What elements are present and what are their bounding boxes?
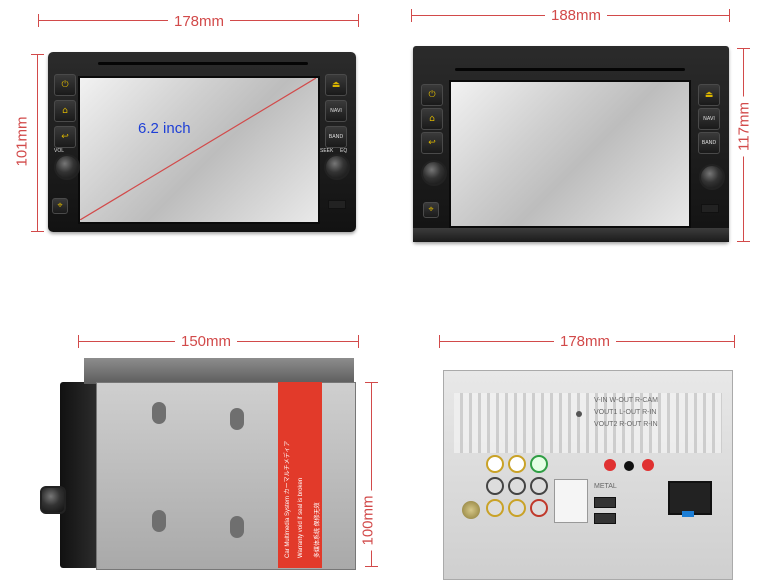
vol-label: VOL <box>54 148 65 154</box>
back-button[interactable]: ↩ <box>421 132 443 154</box>
top-rail <box>84 358 354 384</box>
dim-endcap <box>78 335 79 348</box>
warranty-sticker: Car Multimedia System カーマルチメディア Warranty… <box>278 382 322 568</box>
rear-label-2: VOUT1 L-OUT R-IN <box>594 409 657 416</box>
disc-slot <box>455 68 685 71</box>
eject-button[interactable]: ⏏ <box>325 74 347 96</box>
usb-port[interactable] <box>594 497 616 508</box>
dim-label-side-height: 100mm <box>359 490 377 551</box>
band-label: BAND <box>328 134 344 140</box>
mount-slot <box>230 408 244 430</box>
usb-port[interactable] <box>701 204 719 213</box>
volume-knob[interactable] <box>54 154 80 180</box>
rear-panel: V-IN W-OUT R-CAM VOUT1 L-OUT R-IN VOUT2 … <box>443 370 733 580</box>
dim-label-rear-width: 178mm <box>554 333 617 350</box>
iso-connector[interactable] <box>668 481 712 515</box>
mount-slot <box>230 516 244 538</box>
home-button[interactable]: ⌂ <box>54 100 76 122</box>
sticker-text-3: 多媒体系统 保修无效 <box>315 502 321 558</box>
rca-jack[interactable] <box>530 477 548 495</box>
front-bezel-side <box>60 382 98 568</box>
mount-slot <box>152 510 166 532</box>
side-view-chassis: Car Multimedia System カーマルチメディア Warranty… <box>40 358 360 570</box>
red-jack[interactable] <box>604 459 616 471</box>
rca-jack[interactable] <box>508 455 526 473</box>
dim-endcap <box>38 14 39 27</box>
sticker-text-1: Car Multimedia System カーマルチメディア <box>285 440 291 558</box>
rca-jack[interactable] <box>530 499 548 517</box>
disc-slot <box>98 62 308 65</box>
head-unit-front-6-2: 6.2 inch ⏻ ⌂ ↩ VOL ⌖ ⏏ NAVI BAND SEEK EQ <box>48 52 356 232</box>
tune-knob[interactable] <box>324 154 350 180</box>
navi-button[interactable]: NAVI <box>325 100 347 122</box>
black-jack[interactable] <box>624 461 634 471</box>
eq-label: EQ <box>340 148 348 154</box>
dim-endcap <box>358 14 359 27</box>
rca-jack[interactable] <box>486 499 504 517</box>
dim-endcap <box>737 241 750 242</box>
eject-button[interactable]: ⏏ <box>698 84 720 106</box>
rca-jack[interactable] <box>508 499 526 517</box>
mount-slot <box>152 402 166 424</box>
rca-jack[interactable] <box>486 477 504 495</box>
fuse-slot <box>682 511 694 517</box>
rear-heatsink-vent <box>454 393 722 453</box>
band-button[interactable]: BAND <box>698 132 720 154</box>
rca-jack[interactable] <box>508 477 526 495</box>
dim-endcap <box>31 54 44 55</box>
screen-size-label: 6.2 inch <box>138 120 191 137</box>
navi-button[interactable]: NAVI <box>698 108 720 130</box>
dim-label-top-left-width: 178mm <box>168 13 231 30</box>
sticker-text-2: Warranty void if seal is broken <box>298 477 304 558</box>
dim-label-top-left-height: 101mm <box>13 111 31 172</box>
tune-knob[interactable] <box>699 164 725 190</box>
navi-label: NAVI <box>330 108 342 114</box>
rca-jack[interactable] <box>530 455 548 473</box>
back-button[interactable]: ↩ <box>54 126 76 148</box>
dim-endcap <box>365 382 378 383</box>
navi-label: NAVI <box>703 116 715 122</box>
screen-display <box>78 76 320 224</box>
power-button[interactable]: ⏻ <box>54 74 76 96</box>
gps-button[interactable]: ⌖ <box>423 202 439 218</box>
usb-port[interactable] <box>328 200 346 209</box>
usb-port[interactable] <box>594 513 616 524</box>
dim-label-top-right-height: 117mm <box>735 96 753 157</box>
red-jack[interactable] <box>642 459 654 471</box>
dim-endcap <box>411 9 412 22</box>
screen-diagonal <box>80 78 316 220</box>
dim-endcap <box>439 335 440 348</box>
ground-screw <box>462 501 480 519</box>
band-label: BAND <box>701 140 717 146</box>
dim-label-side-depth: 150mm <box>175 333 238 350</box>
dim-endcap <box>358 335 359 348</box>
rear-label-1: V-IN W-OUT R-CAM <box>594 397 658 404</box>
dim-label-top-right-width: 188mm <box>545 7 608 24</box>
dim-endcap <box>734 335 735 348</box>
screen-display <box>449 80 691 228</box>
rca-jack[interactable] <box>486 455 504 473</box>
band-button[interactable]: BAND <box>325 126 347 148</box>
home-button[interactable]: ⌂ <box>421 108 443 130</box>
dim-endcap <box>31 231 44 232</box>
harness-connector[interactable] <box>554 479 588 523</box>
metal-label: METAL <box>594 483 617 490</box>
head-unit-front-large: ⏻ ⌂ ↩ ⌖ ⏏ NAVI BAND <box>413 46 729 242</box>
side-knob <box>40 486 66 514</box>
dim-line-top-left-height <box>37 54 38 232</box>
bottom-trim <box>413 228 729 242</box>
seek-label: SEEK <box>320 148 334 154</box>
dim-endcap <box>729 9 730 22</box>
rear-label-3: VOUT2 R-OUT R-IN <box>594 421 658 428</box>
volume-knob[interactable] <box>421 160 447 186</box>
dim-endcap <box>365 566 378 567</box>
dim-line-side-height <box>371 382 372 567</box>
power-button[interactable]: ⏻ <box>421 84 443 106</box>
gps-button[interactable]: ⌖ <box>52 198 68 214</box>
mount-hole <box>576 411 582 417</box>
dim-endcap <box>737 48 750 49</box>
